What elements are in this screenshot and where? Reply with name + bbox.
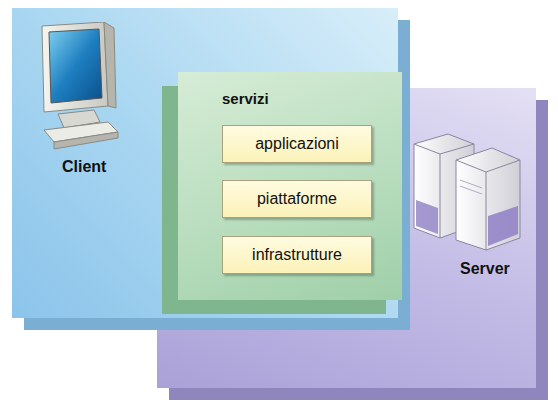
server-icon — [404, 130, 530, 254]
client-monitor-icon — [34, 22, 120, 156]
service-label: applicazioni — [255, 135, 339, 153]
service-label: piattaforme — [257, 190, 337, 208]
service-box: piattaforme — [222, 180, 372, 218]
panel-label: Client — [62, 158, 106, 176]
service-box: applicazioni — [222, 125, 372, 163]
panel-label: Server — [460, 260, 510, 278]
service-label: infrastrutture — [252, 246, 342, 264]
services-panel: applicazioni piattaforme infrastrutture ser… — [178, 72, 402, 300]
service-box: infrastrutture — [222, 236, 372, 274]
panel-label: servizi — [222, 90, 269, 107]
